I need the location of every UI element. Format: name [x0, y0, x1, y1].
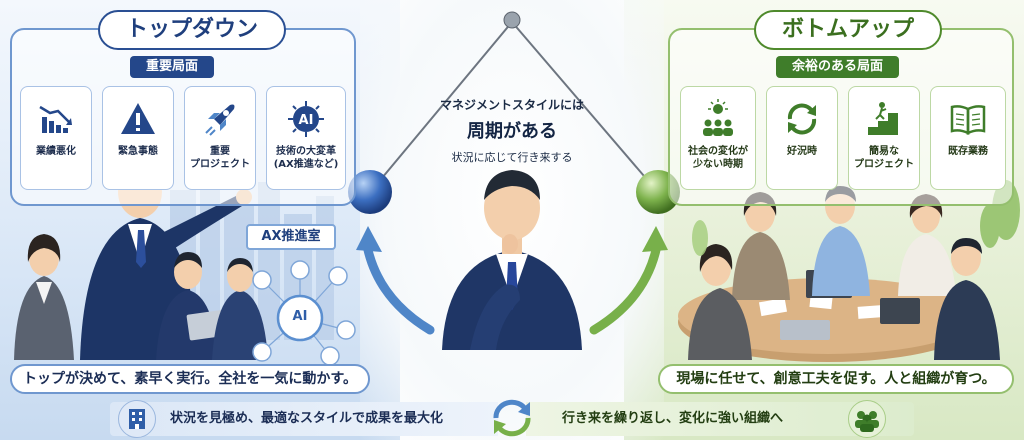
ai-hub-label: AI — [292, 309, 308, 324]
card-label: 緊急事態 — [118, 146, 158, 157]
top-down-caption: トップが決めて、素早く実行。全社を一気に動かす。 — [10, 364, 370, 394]
cycle-icon — [493, 399, 531, 437]
ax-sign: AX推進室 — [246, 224, 336, 250]
bottom-up-caption: 現場に任せて、創意工夫を促す。人と組織が育つ。 — [658, 364, 1014, 394]
sun-people-icon — [703, 99, 733, 136]
footer-left-text: 状況を見極め、最適なスタイルで成果を最大化 — [170, 411, 444, 426]
top-down-panel: トップダウン 重要局面 業績悪化 緊急事態 重要 プロジェクト AI — [10, 10, 356, 206]
card-label: 好況時 — [787, 146, 817, 157]
blue-pendulum-ball — [348, 170, 392, 214]
swing-arrow-right — [589, 245, 661, 335]
team-icon — [848, 400, 886, 438]
ai-chip-icon: AI — [288, 101, 324, 137]
card-label: 技術の大変革 (AX推進など) — [273, 146, 339, 170]
card-label: 簡易な プロジェクト — [854, 146, 914, 170]
card-performance-decline: 業績悪化 — [20, 86, 92, 190]
card-stable-period: 社会の変化が 少ない時期 — [680, 86, 756, 190]
staff-members — [156, 252, 268, 360]
declining-chart-icon — [39, 105, 72, 133]
top-down-subtitle: 重要局面 — [130, 56, 215, 78]
bottom-up-title: ボトムアップ — [754, 10, 943, 50]
card-existing-work: 既存業務 — [930, 86, 1006, 190]
woman-colleague — [14, 234, 74, 360]
thinking-manager — [442, 170, 582, 350]
center-line-2: 周期がある — [467, 121, 557, 142]
building-icon — [118, 400, 156, 438]
ax-sign-text: AX推進室 — [261, 229, 321, 244]
bottom-up-panel: ボトムアップ 余裕のある局面 社会の変化が 少ない時期 好況時 簡易な プロ — [668, 10, 1014, 206]
swing-arrow-left — [363, 245, 435, 335]
rocket-icon — [205, 104, 235, 136]
footer-left-bar: 状況を見極め、最適なスタイルで成果を最大化 — [110, 402, 498, 436]
card-label: 業績悪化 — [36, 146, 76, 157]
ai-hub — [276, 294, 324, 342]
svg-text:AI: AI — [299, 113, 314, 128]
bottom-up-subtitle: 余裕のある局面 — [776, 56, 900, 78]
card-emergency: 緊急事態 — [102, 86, 174, 190]
center-message: マネジメントスタイルには 周期がある 状況に応じて行き来する — [408, 96, 616, 165]
network-nodes — [252, 260, 356, 366]
card-simple-project: 簡易な プロジェクト — [848, 86, 920, 190]
steps-person-icon — [868, 102, 898, 135]
cycle-arrows-icon — [787, 103, 817, 135]
warning-icon — [121, 103, 155, 134]
card-important-project: 重要 プロジェクト — [184, 86, 256, 190]
card-label: 既存業務 — [948, 146, 988, 157]
card-tech-transformation: AI 技術の大変革 (AX推進など) — [266, 86, 346, 190]
center-line-1: マネジメントスタイルには — [439, 98, 584, 112]
footer-right-text: 行き来を繰り返し、変化に強い組織へ — [562, 411, 784, 426]
top-down-title: トップダウン — [98, 10, 287, 50]
card-label: 社会の変化が 少ない時期 — [688, 146, 748, 170]
center-line-3: 状況に応じて行き来する — [451, 151, 573, 164]
open-book-icon — [950, 105, 986, 136]
card-label: 重要 プロジェクト — [190, 146, 250, 170]
card-boom-period: 好況時 — [766, 86, 838, 190]
